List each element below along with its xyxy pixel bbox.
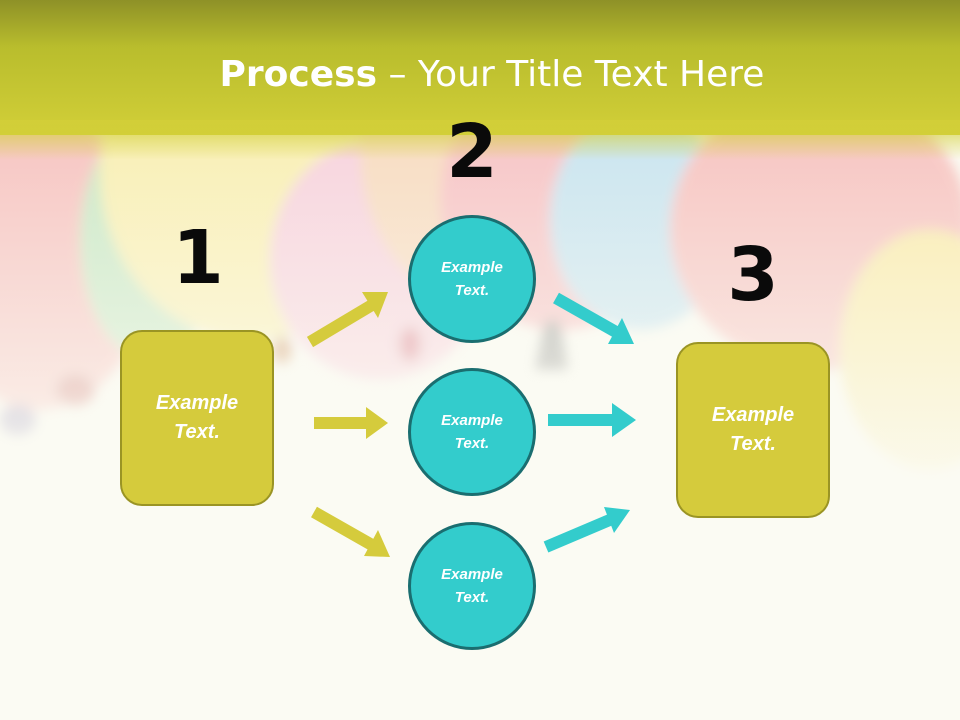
step-number-2: 2 <box>446 109 498 195</box>
title-bar-fade <box>0 120 960 160</box>
slide-title: Process – Your Title Text Here <box>0 52 960 98</box>
step-3-box-text: Example Text. <box>711 404 795 455</box>
step-1-box: Example Text. <box>120 330 274 506</box>
arrow-right-middle <box>548 403 636 437</box>
circle-middle-text: Example Text. <box>441 412 503 452</box>
title-rest: – Your Title Text Here <box>377 54 765 95</box>
step-2-circle-top: Example Text. <box>408 215 536 343</box>
step-number-1: 1 <box>172 215 224 301</box>
arrow-left-down <box>311 506 390 557</box>
step-2-circle-bottom: Example Text. <box>408 522 536 650</box>
arrow-left-up <box>306 292 388 348</box>
step-1-box-text: Example Text. <box>155 392 239 443</box>
step-number-3: 3 <box>727 232 779 318</box>
title-bold: Process <box>219 54 378 95</box>
circle-bottom-text: Example Text. <box>441 566 503 606</box>
circle-top-text: Example Text. <box>441 259 503 299</box>
arrow-left-middle <box>314 407 388 439</box>
step-3-box: Example Text. <box>676 342 830 518</box>
title-bar <box>0 0 960 135</box>
arrow-right-down <box>553 292 634 344</box>
arrow-right-up <box>543 507 630 553</box>
step-2-circle-middle: Example Text. <box>408 368 536 496</box>
